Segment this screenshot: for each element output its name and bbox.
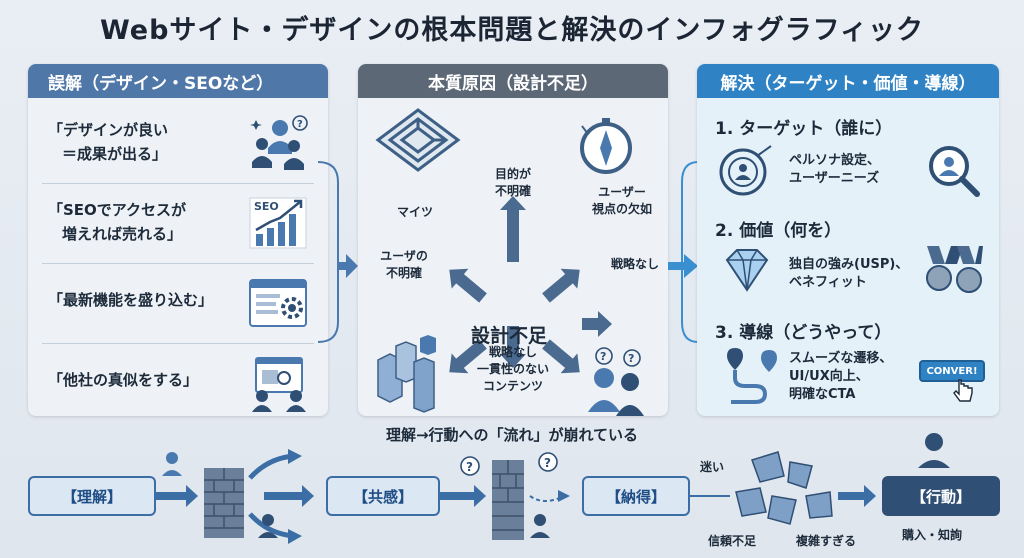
misconception-line: 「デザインが良い	[48, 121, 169, 139]
medals-icon	[926, 246, 983, 293]
solution-heading: 3. 導線（どうやって）	[715, 323, 892, 343]
solution-heading: 2. 価値（何を）	[715, 221, 842, 241]
causes-arrows: ? ?	[375, 108, 644, 416]
misconception-line: 「SEOでアクセスが	[48, 201, 187, 219]
page-title: Webサイト・デザインの根本問題と解決のインフォグラフィック	[99, 15, 925, 46]
person-icon	[530, 514, 550, 538]
copy-website-icon	[252, 357, 306, 412]
misconception-item: 「SEOでアクセスが 増えれば売れる」 SEO	[42, 184, 314, 264]
svg-text:?: ?	[466, 460, 473, 474]
svg-text:?: ?	[297, 119, 303, 130]
misconception-text: 「最新機能を盛り込む」	[48, 291, 214, 309]
misconceptions-panel: 誤解（デザイン・SEOなど） 「デザインが良い ＝成果が出る」 ? 「SEOでア…	[28, 64, 328, 416]
cause-no-strategy-label: 戦略なし	[610, 257, 659, 271]
causes-panel: 本質原因（設計不足）	[358, 64, 668, 416]
seo-icon-text: SEO	[254, 200, 279, 213]
flow-step-empathy: 【共感】	[326, 476, 440, 516]
misconceptions-header: 誤解（デザイン・SEOなど）	[28, 64, 328, 98]
svg-text:?: ?	[544, 456, 551, 470]
team-question-icon: ?	[250, 115, 308, 170]
misconception-item: 「デザインが良い ＝成果が出る」 ?	[42, 104, 314, 184]
broken-blocks-icon	[377, 335, 436, 413]
cause-purpose-label: 目的が 不明確	[494, 167, 531, 198]
svg-text:?: ?	[628, 352, 634, 365]
cause-content-label: 戦略なし 一貫性のない コンテンツ	[476, 345, 549, 393]
cursor-hand-icon	[953, 379, 973, 402]
broken-shards-icon	[735, 451, 833, 525]
seo-growth-chart-icon: SEO	[249, 197, 307, 249]
cta-button[interactable]: CONVER!	[919, 360, 985, 382]
cause-user-unclear-label: ユーザの 不明確	[380, 249, 428, 280]
compass-icon	[580, 118, 632, 174]
misconception-text: 「デザインが良い ＝成果が出る」	[48, 118, 238, 166]
solutions-header: 解決（ターゲット・価値・導線）	[697, 64, 999, 98]
brick-wall-icon	[492, 460, 524, 540]
solution-text: 独自の強み(USP)、 ベネフィット	[789, 257, 909, 290]
brick-wall-icon	[204, 468, 244, 538]
maze-icon	[375, 108, 461, 172]
confused-people-icon: ? ?	[588, 347, 644, 416]
question-bubble-icon: ? ?	[460, 452, 558, 476]
svg-text:?: ?	[600, 350, 606, 363]
misconception-text: 「SEOでアクセスが 増えれば売れる」	[48, 198, 238, 246]
path-route-icon	[727, 348, 777, 404]
person-icon	[258, 514, 278, 538]
diamond-icon	[725, 249, 769, 292]
solution-text: ペルソナ設定、 ユーザーニーズ	[789, 153, 881, 186]
target-persona-icon	[719, 145, 772, 196]
misconception-text: 「他社の真似をする」	[48, 371, 199, 389]
solutions-panel: 解決（ターゲット・価値・導線） 1. ターゲット（誰に） ペルソナ設定、 ユーザ…	[697, 64, 999, 416]
solution-heading: 1. ターゲット（誰に）	[715, 119, 893, 139]
cause-maze-label: マイツ	[396, 205, 433, 219]
person-icon	[162, 452, 182, 476]
flow-label-result: 購入・知詢	[902, 528, 963, 542]
flow-step-understanding: 【理解】	[28, 476, 156, 516]
flow-title: 理解→行動への「流れ」が崩れている	[385, 426, 639, 444]
misconception-line: ＝成果が出る」	[62, 145, 168, 163]
misconception-item: 「最新機能を盛り込む」	[42, 264, 314, 344]
causes-header: 本質原因（設計不足）	[358, 64, 668, 98]
flow-label-confusion: 迷い	[700, 460, 725, 474]
misconception-line: 増えれば売れる」	[62, 225, 183, 243]
misconception-item: 「他社の真似をする」	[42, 344, 314, 416]
flow-step-action: 【行動】	[882, 476, 1000, 516]
magnifier-users-icon	[929, 146, 980, 197]
browser-gear-icon	[249, 279, 307, 327]
cause-viewpoint-label: ユーザー 視点の欠如	[591, 185, 652, 216]
cause-center-label: 設計不足	[471, 325, 548, 347]
flow-label-distrust: 信頼不足	[708, 534, 757, 548]
flow-step-conviction: 【納得】	[582, 476, 690, 516]
solution-text: スムーズな遷移、 UI/UX向上、 明確なCTA	[789, 351, 893, 402]
flow-label-too-complex: 複雑すぎる	[796, 534, 857, 548]
